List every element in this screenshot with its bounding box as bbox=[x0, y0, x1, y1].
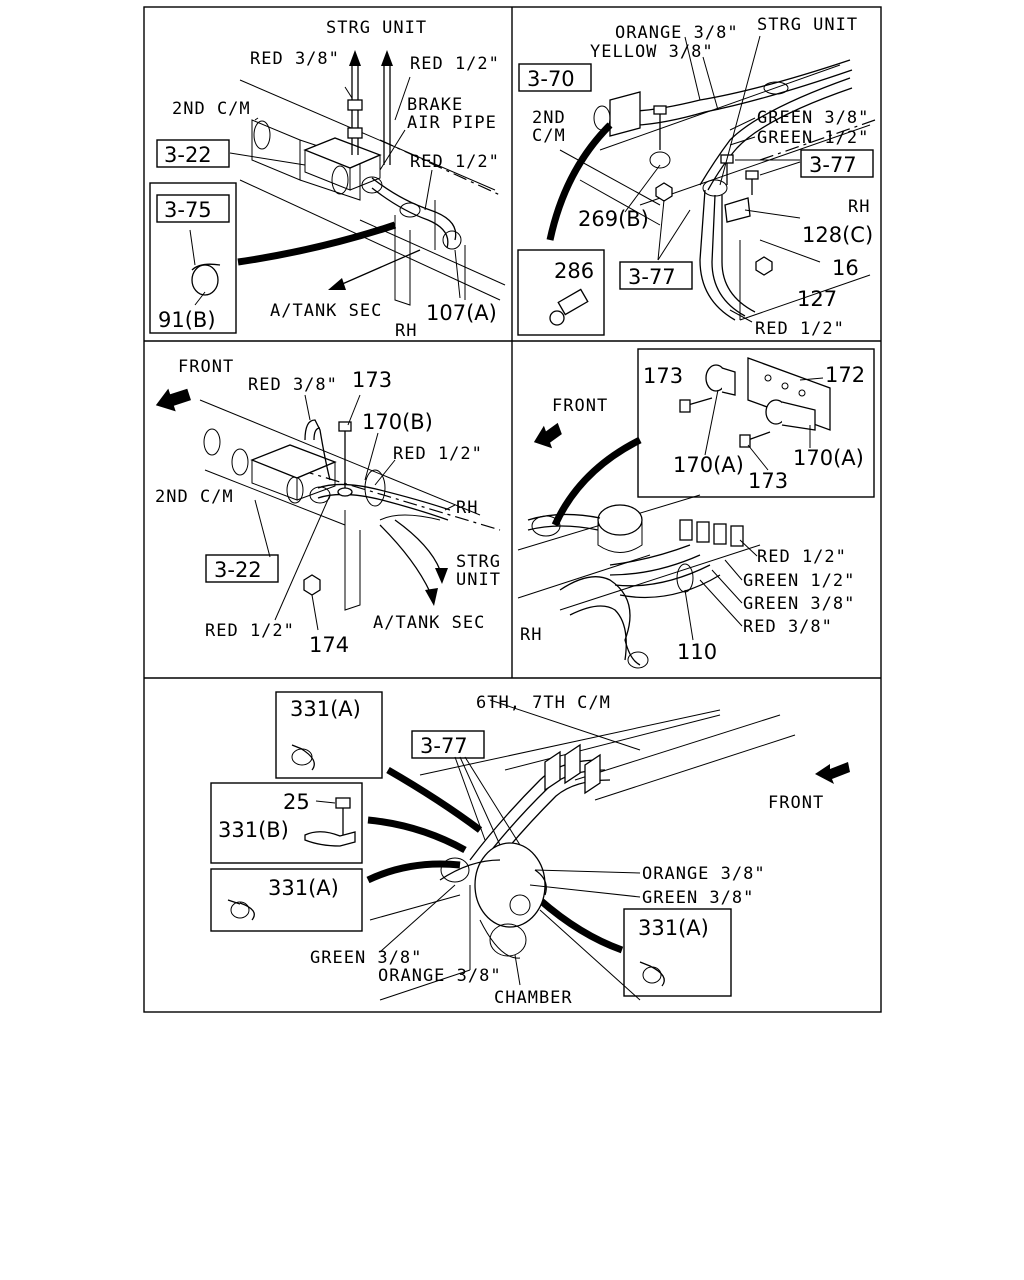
part-170b: 170(B) bbox=[362, 410, 433, 434]
label-rh: RH bbox=[395, 321, 417, 341]
diagram-frame bbox=[143, 6, 882, 1013]
label-red-12-2: RED 1/2" bbox=[755, 319, 845, 339]
panel-1-brake-air-pipe: STRG UNIT RED 3/8" RED 1/2" BRAKE AIR PI… bbox=[149, 18, 506, 341]
label-strg-3: STRG bbox=[456, 552, 501, 572]
front-arrow bbox=[155, 388, 191, 412]
label-2nd-cm-3: 2ND C/M bbox=[155, 487, 234, 507]
ref-box-3-22-p3 bbox=[205, 554, 279, 583]
label-red-12-bottom-3: RED 1/2" bbox=[205, 621, 295, 641]
label-green-38-r: GREEN 3/8" bbox=[642, 888, 754, 908]
panel-2-strg-unit-pipes: ORANGE 3/8" YELLOW 3/8" STRG UNIT 3-70 2… bbox=[517, 15, 876, 339]
label-orange-38-l: ORANGE 3/8" bbox=[378, 966, 502, 986]
ref-3-22: 3-22 bbox=[164, 143, 212, 167]
label-red-12-4: RED 1/2" bbox=[757, 547, 847, 567]
panel-3-clamp-detail: FRONT RED 3/8" 173 170(B) RED 1/2" 2ND C… bbox=[155, 357, 501, 657]
ref-box-3-77-a bbox=[800, 149, 874, 178]
part-269b: 269(B) bbox=[578, 207, 649, 231]
part-128c: 128(C) bbox=[802, 223, 873, 247]
part-173-3: 173 bbox=[352, 368, 392, 392]
ref-3-75: 3-75 bbox=[164, 198, 212, 222]
label-yellow-38: YELLOW 3/8" bbox=[590, 42, 714, 62]
label-front-5: FRONT bbox=[768, 793, 824, 813]
ref-box-3-77-b bbox=[619, 261, 693, 290]
part-331b: 331(B) bbox=[218, 818, 289, 842]
ref-3-77-a: 3-77 bbox=[809, 153, 857, 177]
ref-3-22-p3: 3-22 bbox=[214, 558, 262, 582]
label-air-pipe: AIR PIPE bbox=[407, 113, 497, 133]
label-unit-3: UNIT bbox=[456, 570, 501, 590]
label-red-38-3: RED 3/8" bbox=[248, 375, 338, 395]
label-red-12-mid: RED 1/2" bbox=[410, 152, 500, 172]
label-green-12-4: GREEN 1/2" bbox=[743, 571, 855, 591]
ref-box-3-75 bbox=[156, 194, 230, 223]
label-red-38: RED 3/8" bbox=[250, 49, 340, 69]
ref-3-70: 3-70 bbox=[527, 67, 575, 91]
part-331a-2: 331(A) bbox=[268, 876, 339, 900]
ref-3-77-p5: 3-77 bbox=[420, 734, 468, 758]
part-16: 16 bbox=[832, 256, 859, 280]
ref-3-77-b: 3-77 bbox=[628, 265, 676, 289]
ref-box-3-22 bbox=[156, 139, 230, 168]
label-red-12-top-3: RED 1/2" bbox=[393, 444, 483, 464]
part-25: 25 bbox=[283, 790, 310, 814]
label-6th-7th-cm: 6TH, 7TH C/M bbox=[476, 693, 611, 713]
label-green-38: GREEN 3/8" bbox=[757, 108, 869, 128]
label-2nd: 2ND bbox=[532, 108, 566, 128]
label-strg-unit: STRG UNIT bbox=[326, 18, 427, 38]
panel-5-chamber-detail: 331(A) 6TH, 7TH C/M 3-77 FRONT 25 331(B)… bbox=[210, 691, 850, 1008]
part-173-4a: 173 bbox=[643, 364, 683, 388]
ref-box-3-77-p5 bbox=[411, 730, 485, 759]
part-110: 110 bbox=[677, 640, 717, 664]
part-170a-left: 170(A) bbox=[673, 453, 744, 477]
part-172: 172 bbox=[825, 363, 865, 387]
part-170a-right: 170(A) bbox=[793, 446, 864, 470]
label-rh-2: RH bbox=[848, 197, 870, 217]
part-107a: 107(A) bbox=[426, 301, 497, 325]
part-91b: 91(B) bbox=[158, 308, 216, 332]
label-rh-4: RH bbox=[520, 625, 542, 645]
label-orange-38: ORANGE 3/8" bbox=[615, 23, 739, 43]
part-173-4b: 173 bbox=[748, 469, 788, 493]
part-286: 286 bbox=[554, 259, 594, 283]
label-red-12-top: RED 1/2" bbox=[410, 54, 500, 74]
front-arrow-5 bbox=[815, 762, 850, 784]
label-green-12: GREEN 1/2" bbox=[757, 128, 869, 148]
front-arrow-4 bbox=[533, 422, 562, 449]
label-red-38-4: RED 3/8" bbox=[743, 617, 833, 637]
part-331a-3: 331(A) bbox=[638, 916, 709, 940]
label-green-38-l: GREEN 3/8" bbox=[310, 948, 422, 968]
label-a-tank-sec-3: A/TANK SEC bbox=[373, 613, 485, 633]
label-green-38-4: GREEN 3/8" bbox=[743, 594, 855, 614]
part-174: 174 bbox=[309, 633, 349, 657]
label-2nd-cm: 2ND C/M bbox=[172, 99, 251, 119]
label-a-tank-sec: A/TANK SEC bbox=[270, 301, 382, 321]
label-cm: C/M bbox=[532, 126, 566, 146]
label-orange-38-r: ORANGE 3/8" bbox=[642, 864, 766, 884]
label-brake: BRAKE bbox=[407, 95, 463, 115]
label-chamber: CHAMBER bbox=[494, 988, 573, 1008]
label-front-3: FRONT bbox=[178, 357, 234, 377]
part-127: 127 bbox=[797, 287, 837, 311]
label-front-4: FRONT bbox=[552, 396, 608, 416]
label-rh-3: RH bbox=[456, 498, 478, 518]
ref-box-3-70 bbox=[518, 63, 592, 92]
part-331a-1: 331(A) bbox=[290, 697, 361, 721]
panel-4-valve-detail: 173 172 FRONT 170(A) 170(A) 173 RED 1/2"… bbox=[517, 348, 875, 669]
label-strg-unit-2: STRG UNIT bbox=[757, 15, 858, 35]
